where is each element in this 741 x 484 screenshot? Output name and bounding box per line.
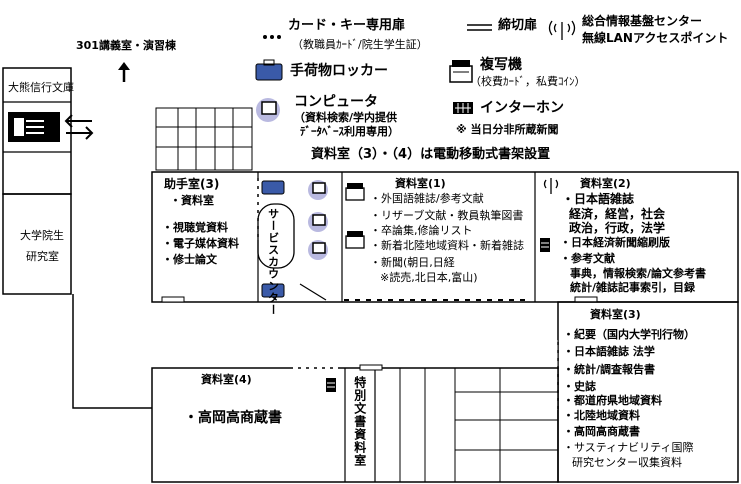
assistant-room-item: ・電子媒体資料 [162, 237, 239, 250]
service-counter-label: サービスカウンター [266, 208, 280, 316]
assistant-room-item: ・視聴覚資料 [162, 221, 228, 234]
legend-intercom-note: ※ 当日分非所蔵新聞 [456, 123, 559, 136]
intercom-icon [326, 238, 550, 392]
computer-legend-icon [256, 98, 280, 122]
locker-icon [261, 180, 285, 298]
special-documents-room-label: 特別文書資料室 [352, 376, 367, 467]
mobile-shelves-note: 資料室（3）・（4）は電動移動式書架設置 [311, 147, 551, 162]
up-arrow-icon [118, 62, 130, 82]
legend-computer-label: コンピュータ [294, 94, 378, 110]
legend-computer-note2: ﾃﾞｰﾀﾍﾞｰｽ利用専用） [300, 125, 399, 138]
legend-card-door-note: （教職員ｶｰﾄﾞ/院生学生証） [292, 38, 428, 51]
assistant-room-item: ・資料室 [170, 194, 214, 207]
wifi-ap-icon [543, 178, 559, 194]
room1-title: 資料室(1) [395, 177, 446, 190]
room2-item: 経済，経営，社会 [569, 207, 666, 221]
grad-room-label-2: 研究室 [26, 250, 59, 263]
room2-title: 資料室(2) [580, 177, 631, 190]
wifi-legend-icon [548, 20, 576, 40]
room2-item: ・日本語雑誌 [562, 192, 635, 206]
room1-item: ・新聞(朝日,日経 [370, 256, 455, 269]
legend-copier-note: （校費ｶｰﾄﾞ，私費ｺｲﾝ） [470, 75, 586, 88]
legend-card-door-label: カード・キー専用扉 [288, 18, 406, 33]
legend-wifi-label: 総合情報基盤センター [582, 14, 703, 28]
legend-copier-label: 複写機 [480, 57, 522, 73]
room2-item: 統計/雑誌記事索引，目録 [570, 281, 696, 294]
room1-item: ・卒論集,修論リスト [370, 224, 473, 237]
upper-wing-outline [151, 171, 739, 303]
room1-item: ・新着北陸地域資料・新着雑誌 [370, 239, 524, 252]
grad-room-label-1: 大学院生 [20, 229, 64, 242]
graduate-room-block [2, 193, 72, 295]
direction-arrows-icon [64, 114, 94, 140]
lecture-hall-label: 301講義室・演習棟 [76, 39, 176, 52]
room3-item: ・紀要（国内大学刊行物） [563, 328, 695, 341]
room3-title: 資料室(3) [590, 308, 641, 321]
room3-item: ・統計/調査報告書 [563, 363, 656, 376]
assistant-room-item: ・修士論文 [162, 253, 217, 266]
room3-item: ・北陸地域資料 [563, 409, 640, 422]
room3-item: ・日本語雑誌 法学 [563, 345, 655, 358]
copier-icon [345, 183, 365, 249]
room1-item: ・リザーブ文献・教員執筆図書 [370, 209, 524, 222]
copier-legend-icon [449, 60, 473, 83]
room3-item: ・都道府県地域資料 [563, 394, 662, 407]
room3-item: ・史誌 [563, 380, 596, 393]
okuma-collection-label: 大熊信行文庫 [8, 81, 74, 94]
room4-item: ・高岡高商蔵書 [184, 410, 282, 426]
card-reader-icon [8, 112, 60, 142]
stairs-top [155, 107, 253, 171]
locker-legend-icon [255, 59, 283, 81]
room2-item: 政治，行政，法学 [569, 221, 666, 235]
assistant-room-title: 助手室(3) [164, 177, 220, 191]
legend-intercom-label: インターホン [480, 100, 564, 116]
room2-item: ・日本経済新聞縮刷版 [560, 236, 670, 249]
room2-item: 事典，情報検索/論文参考書 [570, 267, 707, 280]
room1-item: ・外国語雑誌/参考文献 [370, 192, 484, 205]
room4-title: 資料室(4) [201, 373, 252, 386]
service-counter-shape [257, 203, 295, 269]
computer-icon [308, 180, 328, 260]
room3-item: 研究センター収集資料 [572, 456, 682, 469]
intercom-legend-icon [453, 102, 473, 114]
closed-door-legend-icon [467, 24, 492, 31]
room3-item: ・サスティナビリティ国際 [563, 441, 694, 454]
closed-door-icon [161, 296, 185, 303]
legend-computer-note1: （資料検索/学内提供 [294, 111, 398, 124]
room2-item: ・参考文献 [560, 252, 615, 265]
card-door-legend-icon [263, 35, 281, 39]
room3-item: ・高岡高商蔵書 [563, 425, 640, 438]
room4-outline [151, 367, 559, 483]
legend-locker-label: 手荷物ロッカー [290, 63, 388, 79]
legend-closed-door-label: 締切扉 [498, 18, 538, 33]
room1-item: ※読売,北日本,富山) [380, 271, 478, 284]
legend-wifi-line2: 無線LANアクセスポイント [582, 31, 729, 45]
